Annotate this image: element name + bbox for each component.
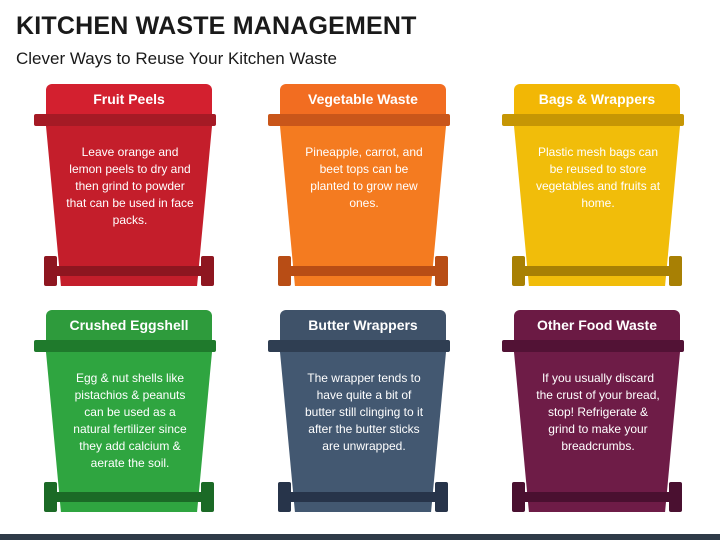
bin-lid: Vegetable Waste: [280, 84, 446, 114]
bin-description: Pineapple, carrot, and beet tops can be …: [305, 145, 423, 210]
bin-rim: [34, 340, 216, 352]
bin-description: Egg & nut shells like pistachios & peanu…: [73, 371, 187, 470]
bin-base: [514, 266, 680, 276]
wheel-left: [512, 256, 525, 286]
wheel-right: [669, 256, 682, 286]
bin-description: If you usually discard the crust of your…: [536, 371, 660, 453]
bin-label: Other Food Waste: [536, 317, 658, 333]
bin-body: [280, 352, 446, 512]
bin-lid: Crushed Eggshell: [46, 310, 212, 340]
page-title: KITCHEN WASTE MANAGEMENT: [16, 12, 417, 40]
footer-bar: [0, 534, 720, 540]
bin-vegetable-waste: Vegetable Waste Pineapple, carrot, and b…: [268, 84, 456, 296]
bin-bags-wrappers: Bags & Wrappers Plastic mesh bags can be…: [502, 84, 690, 296]
wheel-right: [435, 256, 448, 286]
bin-body: [514, 126, 680, 286]
bin-rim: [268, 114, 450, 126]
bin-lid: Other Food Waste: [514, 310, 680, 340]
wheel-right: [435, 482, 448, 512]
bin-label: Bags & Wrappers: [538, 91, 656, 107]
page-subtitle: Clever Ways to Reuse Your Kitchen Waste: [16, 49, 337, 68]
bin-label: Fruit Peels: [93, 91, 165, 107]
bin-lid: Fruit Peels: [46, 84, 212, 114]
bin-base: [280, 492, 446, 502]
wheel-left: [512, 482, 525, 512]
bin-crushed-eggshell: Crushed Eggshell Egg & nut shells like p…: [34, 310, 222, 522]
wheel-left: [44, 482, 57, 512]
bin-butter-wrappers: Butter Wrappers The wrapper tends to hav…: [268, 310, 456, 522]
wheel-left: [278, 482, 291, 512]
bin-label: Vegetable Waste: [308, 91, 418, 107]
wheel-left: [278, 256, 291, 286]
bin-body: [46, 126, 212, 286]
bin-body: [280, 126, 446, 286]
bin-description: The wrapper tends to have quite a bit of…: [304, 371, 424, 453]
bin-lid: Butter Wrappers: [280, 310, 446, 340]
bin-rim: [268, 340, 450, 352]
bin-label: Crushed Eggshell: [69, 317, 189, 333]
bin-body: [514, 352, 680, 512]
bin-base: [514, 492, 680, 502]
bin-base: [280, 266, 446, 276]
bin-other-food-waste: Other Food Waste If you usually discard …: [502, 310, 690, 522]
wheel-left: [44, 256, 57, 286]
bin-base: [46, 266, 212, 276]
wheel-right: [669, 482, 682, 512]
bin-description: Leave orange and lemon peels to dry and …: [66, 145, 194, 227]
bin-fruit-peels: Fruit Peels Leave orange and lemon peels…: [34, 84, 222, 296]
bin-lid: Bags & Wrappers: [514, 84, 680, 114]
wheel-right: [201, 482, 214, 512]
bin-label: Butter Wrappers: [308, 317, 418, 333]
wheel-right: [201, 256, 214, 286]
bin-base: [46, 492, 212, 502]
bin-rim: [34, 114, 216, 126]
bin-body: [46, 352, 212, 512]
bin-rim: [502, 340, 684, 352]
bin-rim: [502, 114, 684, 126]
bin-description: Plastic mesh bags can be reused to store…: [535, 145, 661, 210]
